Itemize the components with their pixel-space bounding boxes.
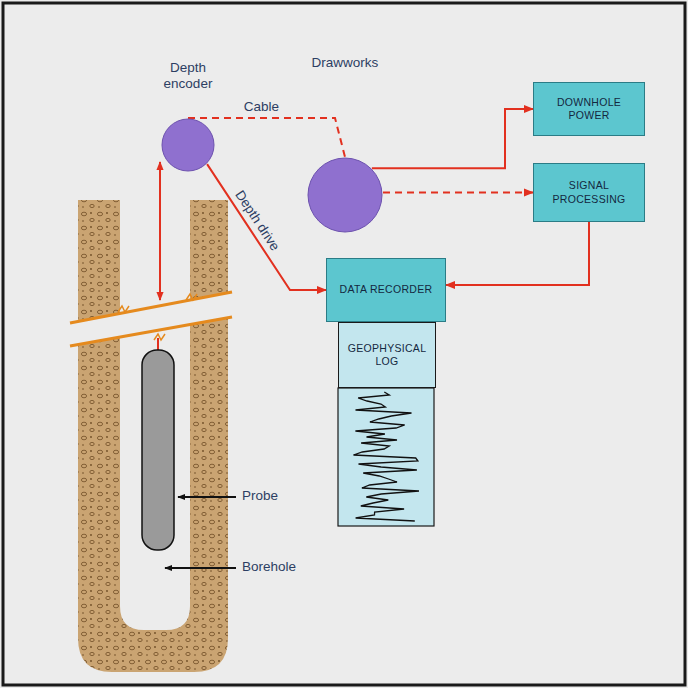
power-line bbox=[372, 109, 533, 168]
log-trace bbox=[354, 392, 420, 521]
break-mark bbox=[154, 334, 165, 340]
power-line bbox=[446, 222, 589, 285]
wheel-circle: Drawworks bbox=[307, 157, 383, 233]
break-mark bbox=[118, 306, 129, 312]
process-box: GEOPHYSICAL LOG bbox=[338, 322, 436, 388]
box-label: GEOPHYSICAL LOG bbox=[345, 342, 429, 368]
part-label: Depth encoder bbox=[153, 60, 223, 91]
wheel-circle: Depth encoder bbox=[161, 118, 215, 172]
rock-wall bbox=[78, 200, 120, 321]
circle-shape bbox=[307, 157, 383, 233]
power-line bbox=[207, 164, 326, 290]
wheel bbox=[162, 119, 214, 171]
process-box: DATA RECORDER bbox=[326, 258, 446, 322]
signal-line bbox=[383, 192, 533, 194]
cable bbox=[159, 162, 161, 300]
part-label: Borehole bbox=[242, 559, 296, 574]
leader-arrow bbox=[165, 567, 236, 569]
process-box: DOWNHOLE POWER bbox=[533, 82, 645, 136]
process-box: SIGNAL PROCESSING bbox=[533, 163, 645, 222]
edge-label: Depth drive bbox=[232, 188, 283, 254]
leader-arrow bbox=[178, 496, 236, 498]
box-label: DOWNHOLE POWER bbox=[540, 96, 638, 122]
box-label: DATA RECORDER bbox=[340, 283, 433, 296]
probe bbox=[142, 350, 174, 550]
break-line bbox=[70, 292, 232, 323]
rock-wall bbox=[78, 318, 228, 672]
frame bbox=[3, 3, 685, 685]
part-label: Drawworks bbox=[295, 55, 395, 71]
circle-shape bbox=[161, 118, 215, 172]
box-label: SIGNAL PROCESSING bbox=[540, 179, 638, 205]
break-line bbox=[70, 317, 232, 346]
rock-wall bbox=[190, 200, 228, 300]
log-chart bbox=[338, 388, 434, 526]
part-label: Probe bbox=[242, 488, 278, 503]
edge-label: Cable bbox=[244, 99, 279, 114]
break-mark bbox=[186, 294, 197, 300]
wheel bbox=[308, 158, 382, 232]
